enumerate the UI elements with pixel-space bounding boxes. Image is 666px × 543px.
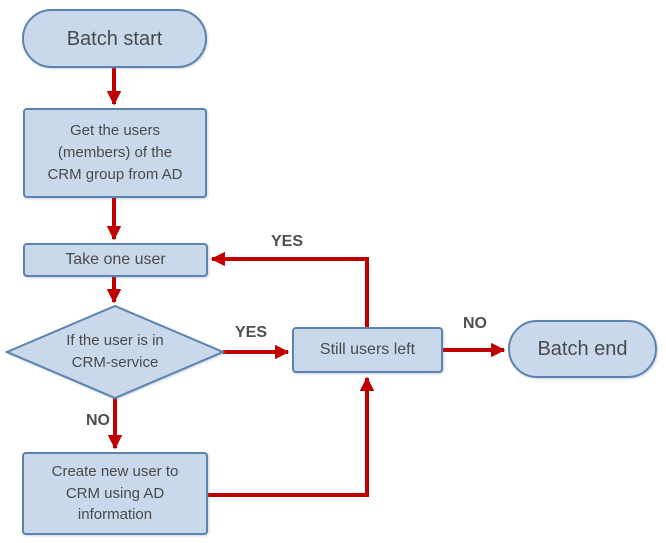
decision-diamond-shape (4, 304, 226, 400)
node-take-one-user: Take one user (23, 243, 208, 277)
edge-label-no-to-create-user: NO (86, 412, 110, 429)
node-create-user-label: Create new user to CRM using AD informat… (51, 462, 179, 524)
arrow-still-users-yes-loop-to-take-one-user (210, 251, 369, 327)
arrow-create-user-to-still-users (208, 376, 375, 497)
node-get-users: Get the users (members) of the CRM group… (23, 108, 207, 198)
node-create-user: Create new user to CRM using AD informat… (22, 452, 208, 535)
node-batch-end: Batch end (508, 320, 657, 378)
node-batch-end-label: Batch end (537, 338, 628, 360)
node-still-users-left-label: Still users left (319, 341, 416, 359)
node-batch-start-label: Batch start (66, 27, 163, 50)
node-take-one-user-label: Take one user (65, 251, 166, 269)
node-batch-start: Batch start (22, 9, 207, 68)
edge-label-yes-loop: YES (270, 233, 303, 250)
edge-label-yes-to-still-users: YES (234, 324, 267, 341)
edge-label-no-to-batch-end: NO (463, 315, 487, 332)
node-decision-label: If the user is in CRM-service (66, 332, 164, 371)
node-still-users-left: Still users left (292, 327, 443, 373)
node-get-users-label: Get the users (members) of the CRM group… (47, 122, 183, 183)
node-decision: If the user is in CRM-service (63, 310, 167, 394)
